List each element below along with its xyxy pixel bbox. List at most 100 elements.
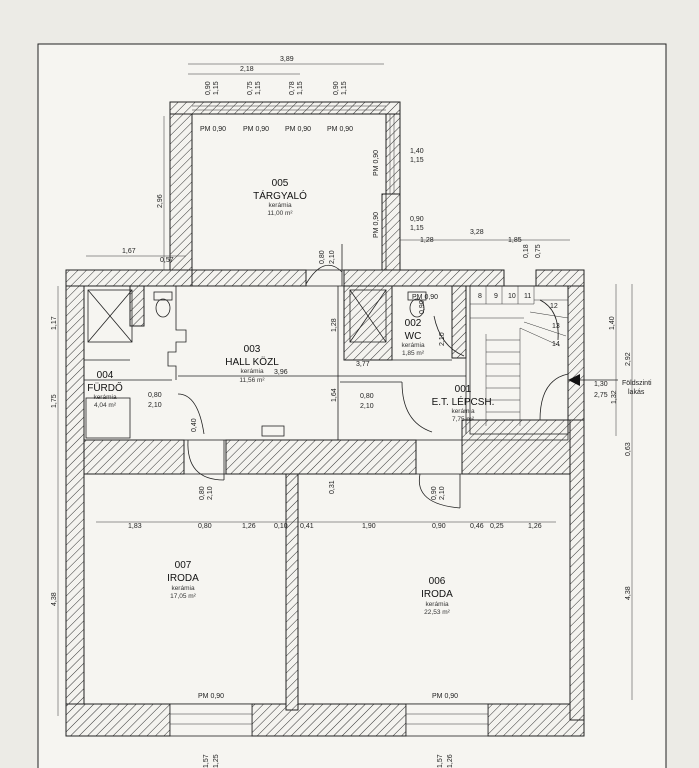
dim-140-right: 1,40	[609, 316, 616, 330]
dim-438-right: 4,38	[625, 586, 632, 600]
row-dim-3: 1,26	[242, 523, 256, 530]
win-top-4b: 1,15	[341, 81, 348, 95]
room-002-name: WC	[405, 331, 422, 342]
wall-left	[65, 285, 85, 717]
wall-005-right-lower	[381, 193, 401, 277]
bottom-right-b: 1,26	[447, 754, 454, 768]
room-004-name: FÜRDŐ	[87, 380, 123, 394]
win-right-upper-b: 1,15	[410, 157, 424, 164]
dim-210-fur: 2,10	[148, 402, 162, 409]
dim-275: 2,75	[594, 392, 608, 399]
bottom-left-a: 1,57	[203, 754, 210, 768]
wall-top-mid	[191, 269, 307, 287]
room-003-name: HALL KÖZL	[225, 356, 279, 368]
shaft-right	[349, 289, 387, 343]
dim-328: 3,28	[470, 229, 484, 236]
dim-167: 1,67	[122, 248, 136, 255]
dim-296: 2,96	[157, 194, 164, 208]
win-top-1a: 0,90	[205, 81, 212, 95]
dim-057: 0,57	[160, 257, 174, 264]
row-dim-10: 1,26	[528, 523, 542, 530]
pm-top-2: PM 0,90	[243, 126, 269, 133]
bottom-right-a: 1,57	[437, 754, 444, 768]
stair-num-11: 11	[524, 293, 531, 300]
room-002-area: 1,85 m²	[402, 350, 425, 357]
wall-right-upper	[567, 285, 585, 421]
win-right-upper-a: 1,40	[410, 148, 424, 155]
room-002-number: 002	[405, 318, 422, 329]
wall-005-left	[169, 113, 193, 275]
room-003-area: 11,56 m²	[239, 377, 265, 384]
room-001-label: 001 E.T. LÉPCSH. kerámia 7,75 m²	[432, 384, 495, 423]
room-004-area: 4,04 m²	[94, 402, 117, 409]
note-foldszinti: Földszinti	[622, 380, 652, 387]
room-006-material: kerámia	[425, 601, 449, 608]
room-004-material: kerámia	[93, 394, 117, 401]
dim-031: 0,31	[329, 480, 336, 494]
row-dim-5: 0,41	[300, 523, 314, 530]
stair-dim-a: 0,18	[523, 244, 530, 258]
wall-bottom-1	[65, 703, 171, 737]
bottom-left-b: 1,25	[213, 754, 220, 768]
wall-top-left	[65, 269, 193, 287]
dim-438-left: 4,38	[51, 592, 58, 606]
win-top-3a: 0,78	[289, 81, 296, 95]
dimension-lines	[57, 63, 633, 716]
wall-shaft-right	[343, 285, 393, 361]
shaft-left	[87, 289, 133, 343]
dim-396: 3,96	[274, 369, 288, 376]
row-dim-4: 0,10	[274, 523, 288, 530]
pm-wc: PM 0,90	[412, 294, 438, 301]
dim-210-005: 2,10	[329, 250, 336, 264]
dim-128-hall: 1,28	[331, 318, 338, 332]
room-005-name: TÁRGYALÓ	[253, 189, 307, 202]
dim-292: 2,92	[625, 352, 632, 366]
win-top-3b: 1,15	[297, 81, 304, 95]
room-005-label: 005 TÁRGYALÓ kerámia 11,00 m²	[253, 178, 307, 217]
room-005-number: 005	[272, 178, 289, 189]
room-001-number: 001	[455, 384, 472, 395]
drawing-frame	[37, 43, 667, 768]
wall-mid-left	[83, 439, 185, 475]
stair-num-9: 9	[494, 293, 498, 300]
room-007-number: 007	[175, 560, 192, 571]
note-lakas: lakás	[628, 389, 645, 396]
toilet-wc-icon	[407, 291, 427, 318]
pm-005-right-1: PM 0,90	[373, 150, 380, 176]
room-007-name: IRODA	[167, 573, 199, 584]
pm-top-1: PM 0,90	[200, 126, 226, 133]
wall-bottom-2	[251, 703, 407, 737]
row-dim-1: 1,83	[128, 523, 142, 530]
wall-mid-right	[461, 419, 571, 475]
win-top-1b: 1,15	[213, 81, 220, 95]
room-006-name: IRODA	[421, 589, 453, 600]
dim-090-wc: 0,90	[419, 300, 426, 314]
dim-210-006: 2,10	[439, 486, 446, 500]
wall-right-lower	[569, 419, 585, 721]
dim-117: 1,17	[51, 316, 58, 330]
entrance-arrow-icon	[568, 374, 580, 386]
room-003-number: 003	[244, 344, 261, 355]
win-top-4a: 0,90	[333, 81, 340, 95]
pm-bottom-right: PM 0,90	[432, 693, 458, 700]
dim-080-fur: 0,80	[148, 392, 162, 399]
room-003-material: kerámia	[240, 368, 264, 375]
room-004-number: 004	[97, 370, 114, 381]
stair-num-14: 14	[552, 341, 560, 348]
dim-040: 0,40	[191, 418, 198, 432]
dim-063: 0,63	[625, 442, 632, 456]
dimension-labels: 3,89 2,18 0,90 1,15 0,75 1,15 0,78 1,15 …	[51, 56, 652, 768]
doors	[177, 244, 465, 509]
wall-wc-right	[451, 285, 467, 359]
room-005-material: kerámia	[268, 202, 292, 209]
wall-mid-center	[225, 439, 417, 475]
pm-bottom-left: PM 0,90	[198, 693, 224, 700]
win-top-2a: 0,75	[247, 81, 254, 95]
room-006-number: 006	[429, 576, 446, 587]
windows	[169, 105, 489, 737]
win-top-2b: 1,15	[255, 81, 262, 95]
dim-210-wc: 2,10	[439, 332, 446, 346]
toilet-004-icon	[153, 291, 173, 318]
stair-num-10: 10	[508, 293, 516, 300]
